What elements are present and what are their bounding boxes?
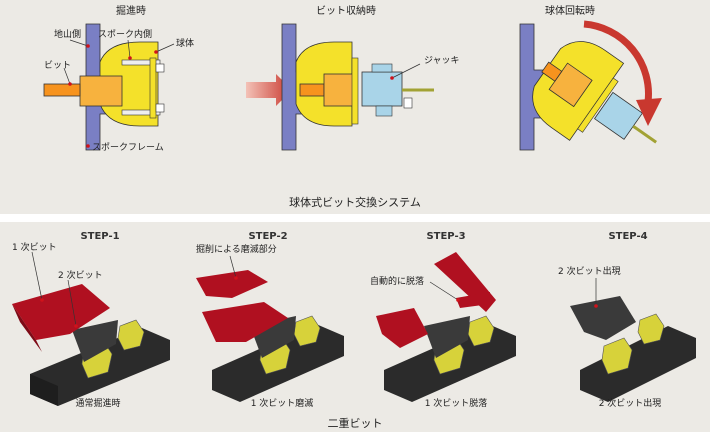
label-spoke-frame: スポークフレーム — [92, 142, 164, 153]
insert-arrow — [246, 74, 292, 106]
jack-bottom — [375, 105, 393, 117]
bit-holder-2 — [323, 73, 355, 107]
label-first-bit: 1 次ビット — [12, 241, 57, 253]
first-bit-residue — [376, 308, 428, 348]
bolt — [155, 103, 165, 113]
top-caption: 球体式ビット交換システム — [289, 195, 421, 209]
olive-block-2 — [293, 315, 321, 347]
second-bit — [72, 320, 118, 362]
jack-top — [371, 63, 393, 73]
rotation-arrow-head — [636, 98, 662, 126]
dropping-bit-piece — [456, 292, 490, 308]
label-spoke-inner: スポーク内側 — [98, 28, 152, 40]
bit-storage-diagram: ビット収納時 ジャッキ — [246, 4, 460, 151]
step-2-title: STEP-2 — [248, 231, 287, 242]
bit-shaft — [43, 83, 81, 97]
base-block-4 — [580, 326, 696, 402]
caption-step-3: 1 次ビット脱落 — [425, 397, 488, 409]
rod — [121, 109, 161, 116]
spoke-plate-2 — [351, 57, 359, 125]
step-4-diagram: STEP-4 2 次ビット出現 2 次ビット出現 — [558, 231, 696, 409]
step-4-title: STEP-4 — [608, 231, 647, 242]
spoke-plate — [149, 57, 157, 119]
first-bit — [12, 284, 110, 340]
step-2-diagram: STEP-2 掘削による磨滅部分 1 次ビット磨滅 — [196, 231, 344, 409]
step-1-title: STEP-1 — [80, 231, 119, 242]
second-bit-exposed — [570, 296, 636, 340]
caption-step-2: 1 次ビット磨滅 — [251, 397, 314, 409]
jack-rod-3 — [632, 124, 658, 144]
olive-block-4 — [637, 313, 665, 345]
label-wear-part: 掘削による磨滅部分 — [196, 243, 277, 255]
jack-body — [361, 71, 403, 107]
first-bit-worn — [202, 302, 288, 342]
caption-step-1: 通常掘進時 — [75, 397, 120, 409]
step-3-diagram: STEP-3 自動的に脱落 1 次ビット脱落 — [370, 231, 516, 409]
label-auto-drop: 自動的に脱落 — [370, 275, 424, 287]
bit-shaft-2 — [299, 83, 325, 97]
worn-part — [196, 270, 268, 298]
label-sphere: 球体 — [176, 37, 194, 49]
bit-shaft-3 — [541, 61, 563, 82]
olive-block — [117, 319, 145, 351]
double-bit-diagrams: STEP-1 1 次ビット 2 次ビット 通常掘進時 STEP-2 掘削による磨… — [12, 231, 696, 430]
title-excavation: 掘進時 — [116, 4, 146, 17]
label-bit: ビット — [44, 60, 71, 71]
jack-bolt — [403, 97, 413, 109]
excavation-diagram: 掘進時 地山側 スポーク内側 球体 ビット スポークフレーム — [43, 4, 194, 153]
rod — [121, 59, 161, 66]
bit-holder — [79, 75, 123, 107]
bolt — [155, 63, 165, 73]
label-jiyama: 地山側 — [54, 28, 81, 40]
double-bit-panel: STEP-1 1 次ビット 2 次ビット 通常掘進時 STEP-2 掘削による磨… — [0, 222, 710, 432]
rotation-arrow — [583, 20, 652, 103]
second-bit-3 — [424, 316, 470, 358]
step-3-title: STEP-3 — [426, 231, 465, 242]
label-second-bit: 2 次ビット — [58, 269, 103, 281]
label-second-appear: 2 次ビット出現 — [558, 265, 621, 277]
label-jack: ジャッキ — [424, 56, 460, 66]
sphere-diagrams: 掘進時 地山側 スポーク内側 球体 ビット スポークフレーム — [43, 4, 662, 209]
bottom-caption: 二重ビット — [328, 416, 383, 430]
sphere-rotation-diagram: 球体回転時 — [519, 4, 662, 151]
sphere-bit-exchange-panel: 掘進時 地山側 スポーク内側 球体 ビット スポークフレーム — [0, 0, 710, 214]
olive-block-3 — [467, 315, 495, 347]
caption-step-4: 2 次ビット出現 — [599, 397, 662, 409]
title-sphere-rotation: 球体回転時 — [545, 4, 595, 17]
olive-block-4 — [601, 337, 633, 375]
step-1-diagram: STEP-1 1 次ビット 2 次ビット 通常掘進時 — [12, 231, 170, 409]
title-bit-storage: ビット収納時 — [316, 4, 376, 17]
spoke-plate-3 — [577, 77, 619, 133]
